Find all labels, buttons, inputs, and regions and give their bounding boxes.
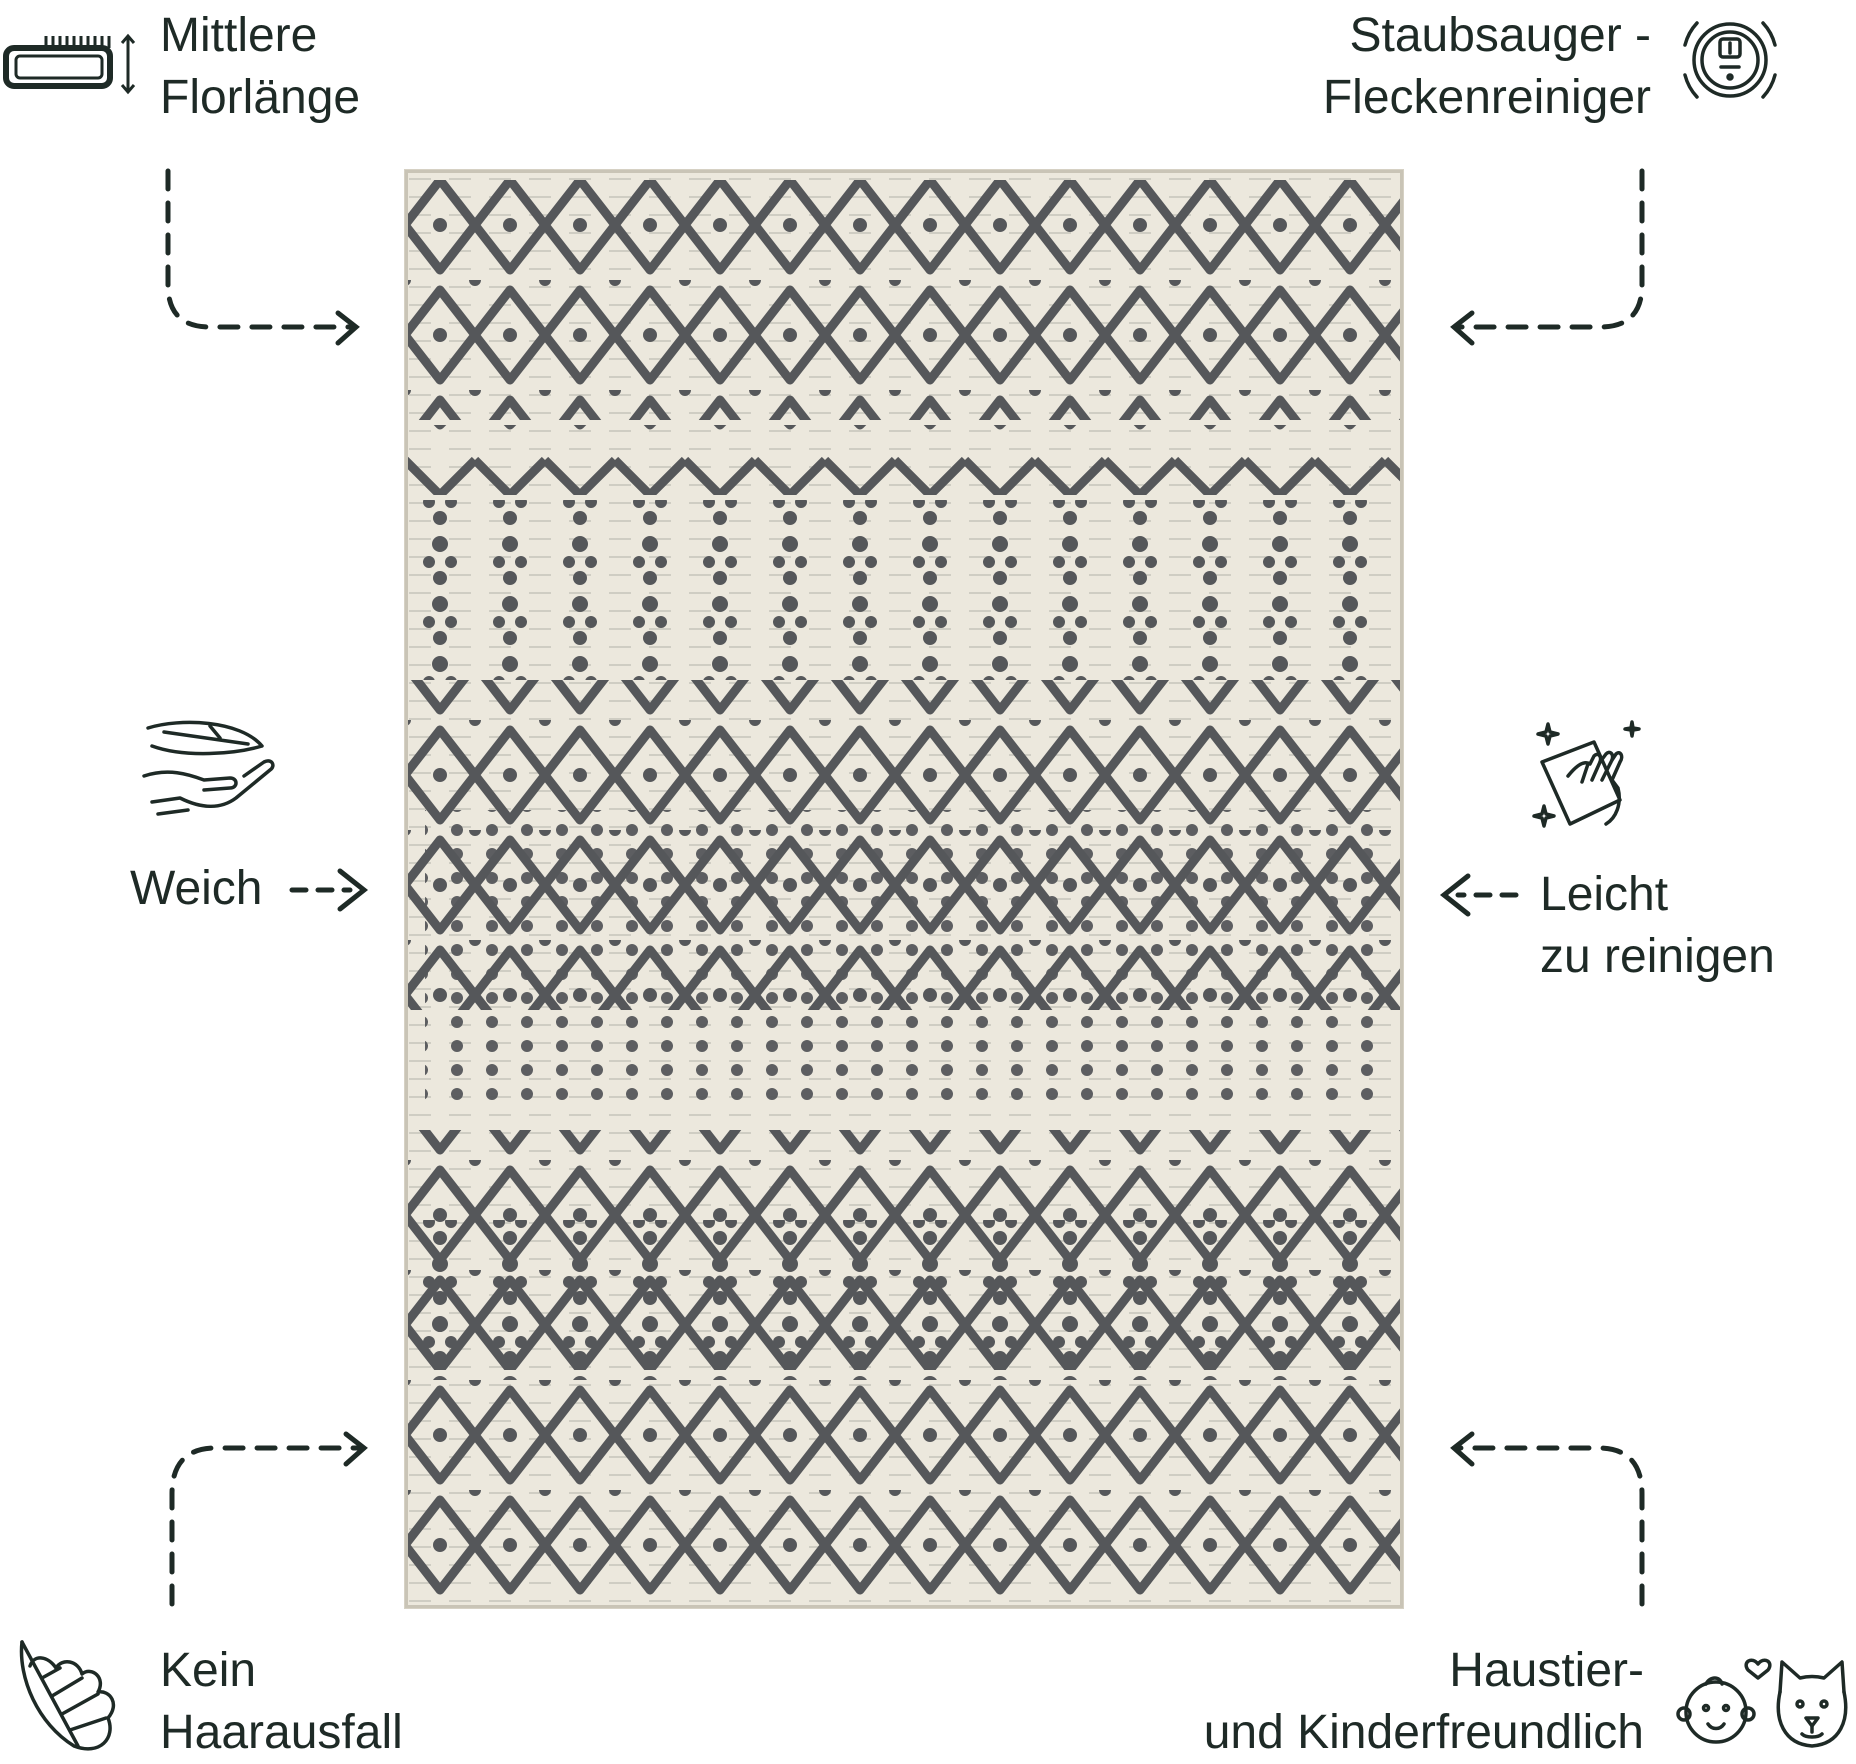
robot-vacuum-icon bbox=[1683, 21, 1777, 99]
feature-label-pile-height: Mittlere Florlänge bbox=[160, 9, 361, 124]
feature-label-vacuum: Staubsauger - Fleckenreiniger bbox=[1322, 9, 1651, 124]
feather-hand-icon bbox=[142, 720, 275, 816]
child-and-dog-icon bbox=[1676, 1658, 1848, 1748]
arrow-vacuum bbox=[1450, 168, 1645, 346]
arrow-no-shedding bbox=[169, 1431, 368, 1607]
cleaning-cloth-icon bbox=[1532, 720, 1641, 828]
feature-label-easy-clean: Leicht zu reinigen bbox=[1540, 868, 1775, 983]
feature-label-pet-kid: Haustier- und Kinderfreundlich bbox=[1203, 1644, 1644, 1759]
pile-height-icon bbox=[3, 33, 136, 95]
arrow-pet-kid bbox=[1450, 1431, 1645, 1607]
arrow-pile-height bbox=[165, 168, 360, 346]
rug-image bbox=[402, 167, 1406, 1611]
arrow-soft bbox=[289, 868, 369, 912]
feature-label-soft: Weich bbox=[130, 862, 263, 915]
arrow-easy-clean bbox=[1439, 873, 1519, 917]
rug-pattern bbox=[402, 167, 1406, 1611]
feather-icon bbox=[19, 1640, 116, 1751]
feature-label-no-shedding: Kein Haarausfall bbox=[160, 1644, 403, 1759]
